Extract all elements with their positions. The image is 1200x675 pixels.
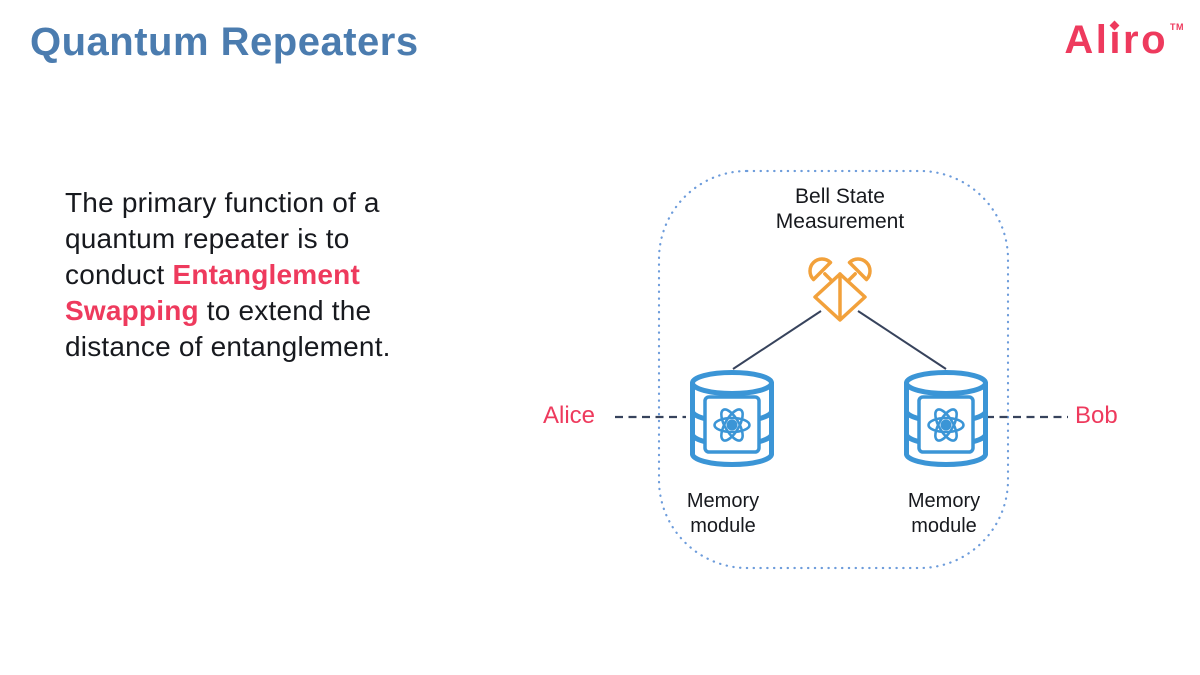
atom-icon	[927, 408, 965, 442]
body-paragraph: The primary function of a quantum repeat…	[65, 185, 495, 365]
bell-state-measurement-label: Bell State Measurement	[775, 185, 905, 233]
logo-text-part2: ro	[1123, 18, 1168, 62]
body-text-segment: The primary function of a quantum repeat…	[65, 187, 380, 290]
trademark-symbol: TM	[1170, 22, 1184, 32]
logo-text-part1: Al	[1064, 18, 1110, 62]
connector-line-right	[857, 310, 947, 370]
detector-icon-left	[808, 257, 834, 283]
alice-label: Alice	[543, 402, 596, 429]
highlighted-text: Entanglement Swapping	[65, 259, 360, 326]
bell-measurement-icon	[808, 257, 872, 322]
bob-label: Bob	[1075, 402, 1118, 429]
detector-icon-right	[846, 257, 872, 283]
connector-line-left	[732, 310, 822, 370]
logo-dotless-i: ı	[1109, 18, 1123, 62]
memory-module-icon-left	[690, 370, 774, 467]
memory-module-label-right: Memory module	[907, 490, 981, 537]
memory-module-label-left: Memory module	[686, 490, 760, 537]
page-title: Quantum Repeaters	[30, 20, 419, 64]
memory-module-icon-right	[904, 370, 988, 467]
quantum-repeater-diagram	[615, 169, 1068, 570]
logo-letter-i: ı	[1109, 20, 1123, 60]
repeater-boundary-dotted-border	[657, 169, 1010, 570]
atom-icon	[713, 408, 751, 442]
body-text-segment: to extend the distance of entanglement.	[65, 295, 391, 362]
